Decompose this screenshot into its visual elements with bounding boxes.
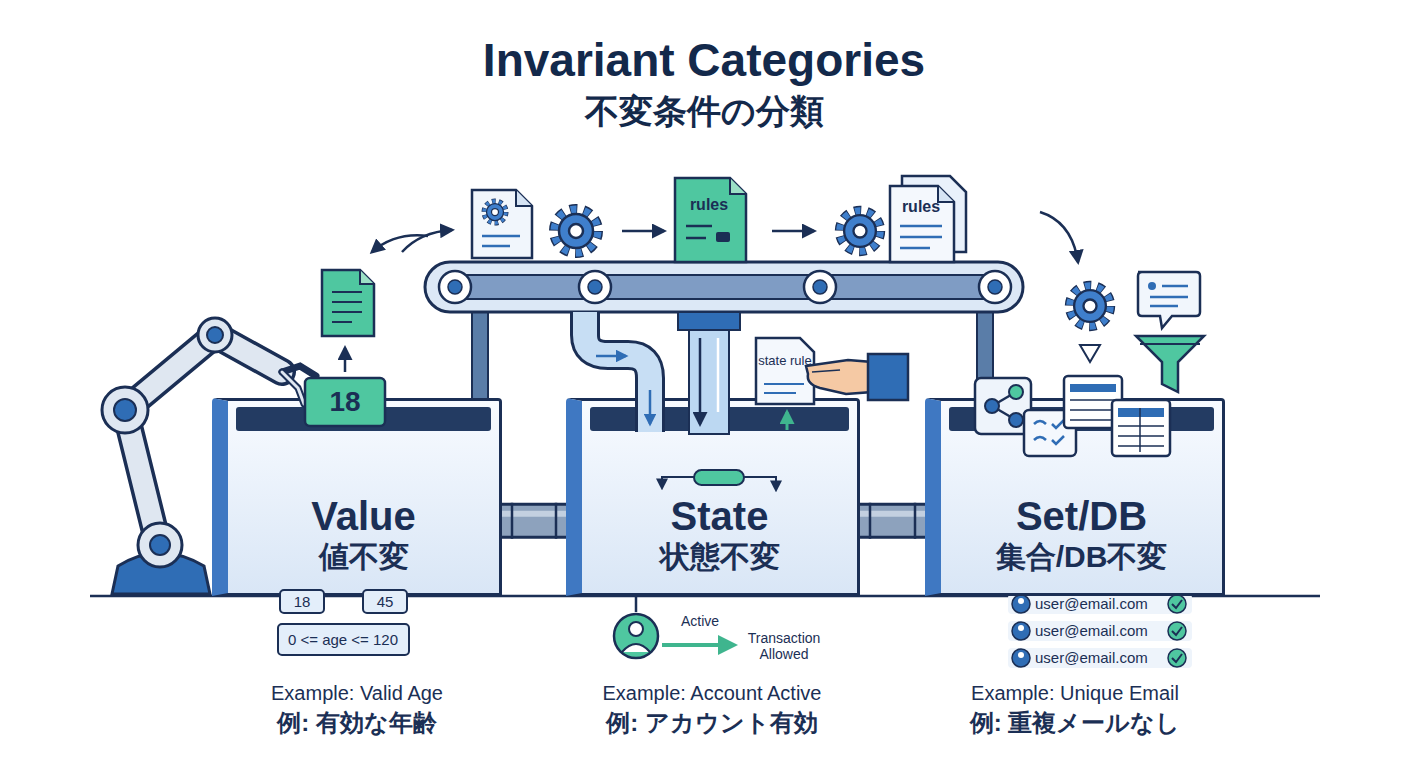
- pipe-connector: [860, 503, 925, 539]
- category-bin: State状態不変: [566, 398, 860, 596]
- database-icons: [975, 376, 1170, 456]
- value-box: 45: [362, 589, 408, 614]
- rules-document-stack: [890, 176, 966, 262]
- email-list: [1008, 594, 1192, 668]
- category-name: Value: [311, 494, 416, 539]
- category-subtitle: 集合/DB不変: [996, 539, 1168, 575]
- bin-opening: [949, 407, 1214, 431]
- value-text: 45: [377, 593, 394, 610]
- diagram-title: Invariant Categories: [0, 30, 1408, 90]
- diagram-subtitle: 不変条件の分類: [585, 92, 824, 131]
- value-box: 0 <= age <= 120: [277, 623, 410, 656]
- flow-arrow: [402, 230, 452, 252]
- person-icon: [614, 596, 658, 658]
- category-name: State: [671, 494, 769, 539]
- rule-stream: [678, 312, 740, 434]
- state-diagram: [662, 470, 776, 490]
- funnel-icon: [1136, 336, 1204, 392]
- annotation-label: 例: 重複メールなし: [970, 709, 1181, 737]
- flow-arrow: [1040, 212, 1078, 262]
- annotation-label: 例: 有効な年齢: [277, 709, 437, 737]
- transition-arrow: [662, 643, 734, 647]
- annotation-label: Transaction Allowed: [738, 630, 830, 662]
- value-text: 18: [294, 593, 311, 610]
- hand-with-paper: [756, 338, 908, 430]
- speech-bubble-icon: [1138, 272, 1200, 328]
- rules-document: [675, 178, 746, 262]
- pipe-connector: [502, 503, 566, 539]
- category-name: Set/DB: [1016, 494, 1147, 539]
- annotation-label: 18: [329, 386, 360, 418]
- flow-arrow: [622, 230, 664, 233]
- category-subtitle: 状態不変: [660, 539, 780, 575]
- value-box: 18: [279, 589, 325, 614]
- document-gear-icon: [472, 190, 532, 258]
- bin-opening: [236, 407, 491, 431]
- category-bin: Value値不変: [212, 398, 502, 596]
- annotation-label: Example: Unique Email: [971, 682, 1179, 705]
- flow-arrow: [772, 230, 814, 233]
- value-text: 0 <= age <= 120: [288, 631, 398, 648]
- category-bin: Set/DB集合/DB不変: [925, 398, 1225, 596]
- category-subtitle: 値不変: [319, 539, 409, 575]
- gear-icon: [1070, 286, 1109, 325]
- gear-icon: [555, 210, 597, 252]
- annotation-label: state rule: [758, 354, 812, 369]
- down-marker: [1080, 345, 1100, 362]
- annotation-label: rules: [902, 198, 940, 216]
- annotation-label: Active: [681, 613, 719, 629]
- gripper: [282, 366, 316, 404]
- annotation-label: rules: [690, 196, 728, 214]
- annotation-label: user@email.com: [1035, 595, 1148, 612]
- value-card: [305, 378, 385, 426]
- curved-pipe: [585, 312, 650, 432]
- conveyor-belt: [425, 262, 1023, 402]
- annotation-label: Example: Valid Age: [271, 682, 443, 705]
- bin-opening: [590, 407, 849, 431]
- annotation-label: Example: Account Active: [602, 682, 821, 705]
- document-icon: [322, 270, 374, 372]
- annotation-label: 例: アカウント有効: [606, 709, 818, 737]
- annotation-label: user@email.com: [1035, 622, 1148, 639]
- annotation-label: user@email.com: [1035, 649, 1148, 666]
- gear-icon: [840, 211, 879, 250]
